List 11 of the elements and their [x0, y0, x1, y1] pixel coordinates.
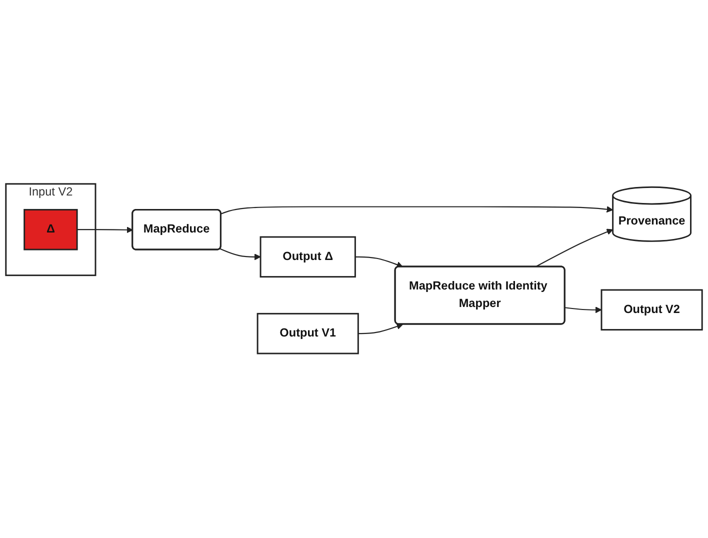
- arrow: [220, 206, 614, 215]
- arrow: [535, 229, 614, 268]
- node-box: Output V1: [256, 313, 359, 355]
- node-box: Δ: [24, 209, 78, 251]
- arrow: [564, 306, 602, 314]
- node-box: Output Δ: [260, 236, 356, 278]
- arrow: [220, 248, 261, 260]
- arrow: [77, 226, 134, 234]
- arrow: [358, 324, 404, 334]
- node-box: Output V2: [600, 290, 703, 331]
- arrow: [355, 256, 404, 268]
